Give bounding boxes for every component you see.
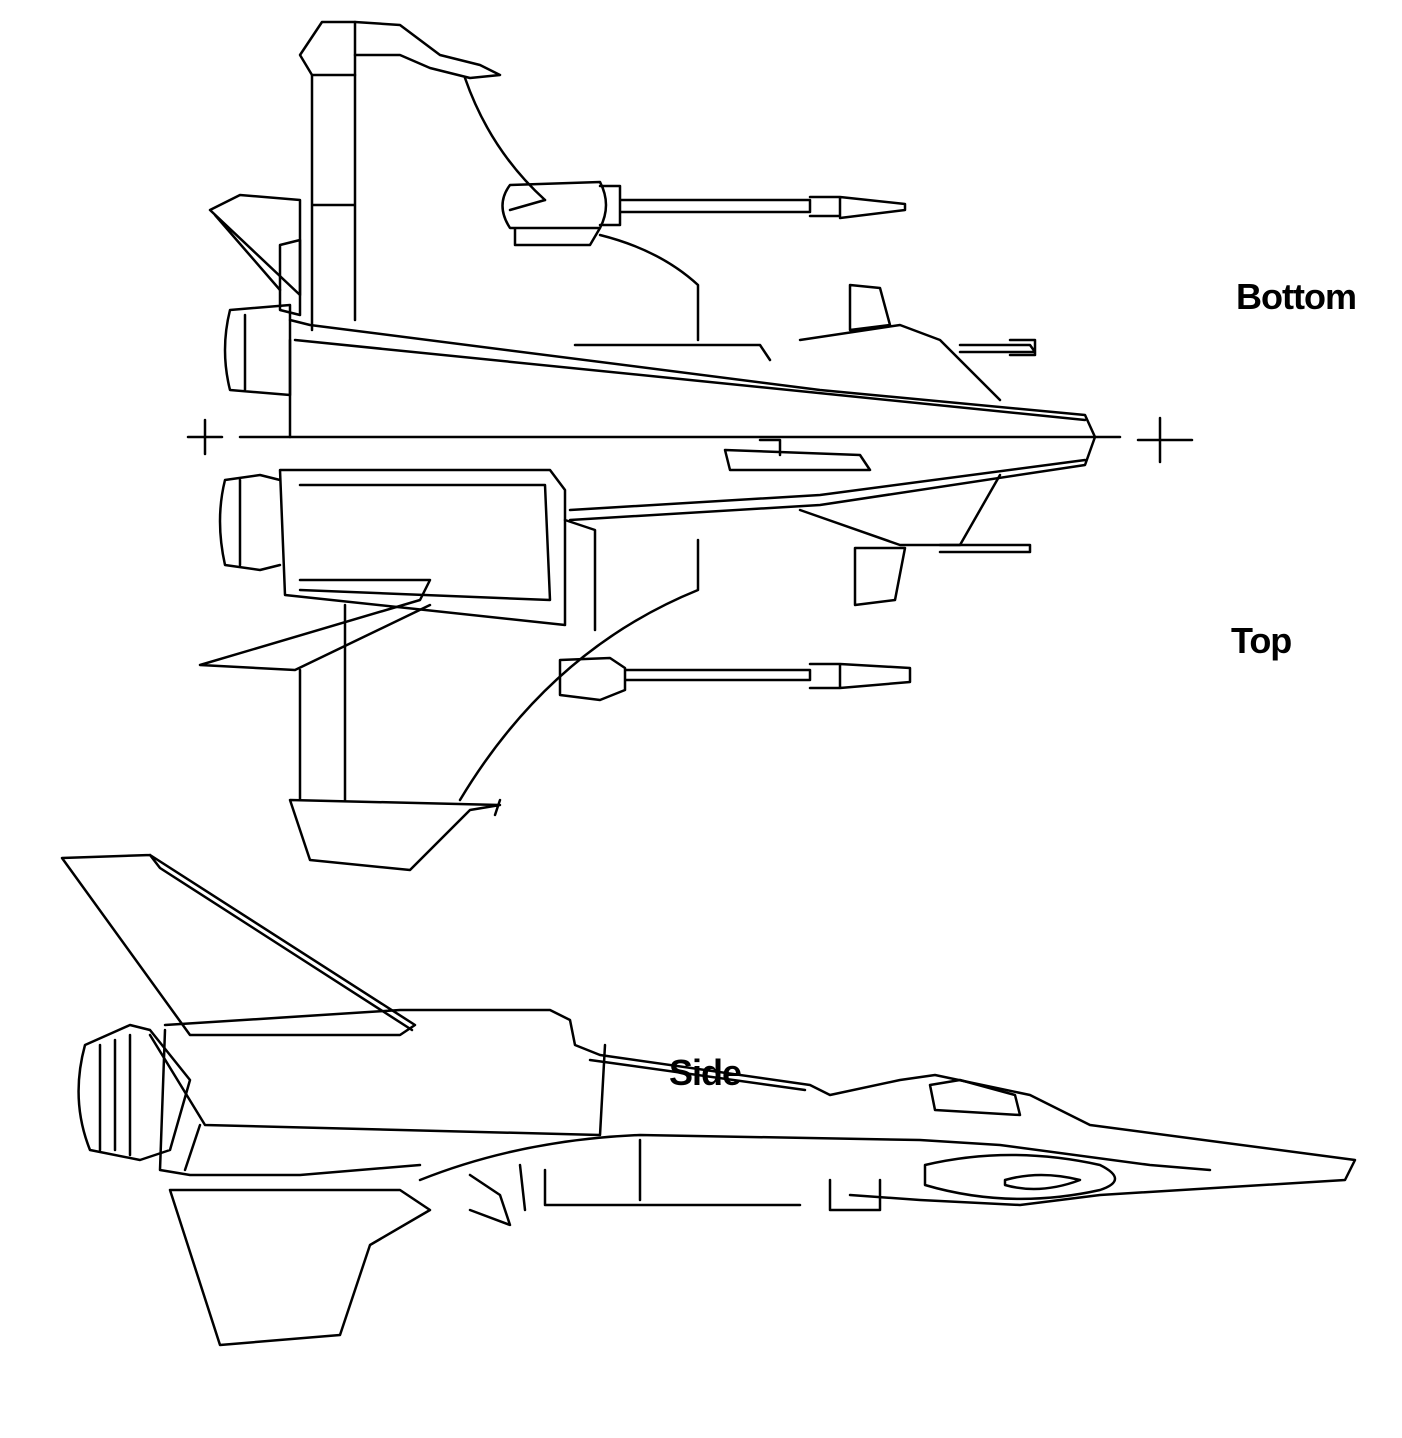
bottom-view-label: Bottom <box>1236 276 1357 317</box>
top-view-label: Top <box>1231 620 1292 661</box>
upper-wingtip <box>298 20 357 77</box>
plan-view-drawing <box>186 20 1194 872</box>
right-crosshair-icon <box>1136 416 1194 464</box>
side-view-label: Side <box>669 1052 742 1093</box>
side-view-drawing <box>60 853 1357 1347</box>
left-crosshair-icon <box>186 418 224 456</box>
